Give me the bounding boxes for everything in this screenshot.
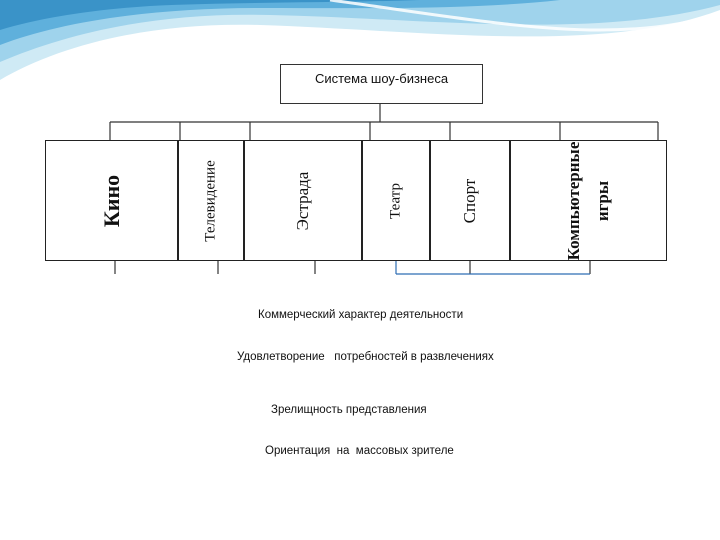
category-box-estrada: Эстрада: [244, 140, 362, 261]
category-box-television: Телевидение: [178, 140, 244, 261]
category-label-television: Телевидение: [202, 159, 219, 242]
property-spectacle: Зрелищность представления: [271, 404, 427, 416]
property-entertainment: Удовлетворение потребностей в развлечени…: [237, 351, 494, 363]
category-box-sport: Спорт: [430, 140, 510, 261]
connector-lines: [109, 104, 659, 275]
category-label-kino: Кино: [98, 174, 124, 227]
category-box-teatr: Театр: [362, 140, 430, 261]
category-label-sport: Спорт: [460, 178, 479, 223]
root-node: Система шоу-бизнеса: [280, 64, 483, 104]
property-commercial: Коммерческий характер деятельности: [258, 309, 464, 321]
category-label-estrada: Эстрада: [293, 171, 312, 230]
property-mass-audience: Ориентация на массовых зрителе: [265, 445, 454, 457]
category-box-kino: Кино: [45, 140, 178, 261]
category-label-computer-games: Компьютерные игры: [563, 141, 612, 260]
category-box-computer-games: Компьютерные игры: [510, 140, 667, 261]
category-label-teatr: Театр: [387, 182, 404, 219]
root-node-label: Система шоу-бизнеса: [314, 71, 449, 86]
header-wave-decoration: [0, 0, 720, 80]
